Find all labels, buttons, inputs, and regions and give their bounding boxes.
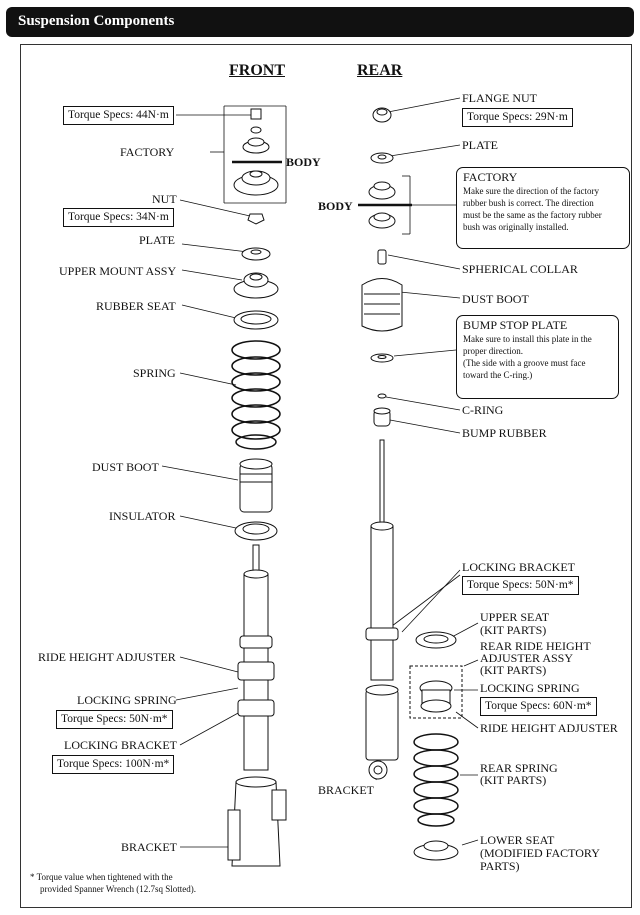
rear-lower-seat-3: PARTS) [480, 859, 520, 873]
rear-body-label: BODY [318, 199, 353, 213]
rear-spherical-collar [377, 249, 387, 265]
rear-bump-text-4: toward the C-ring.) [463, 370, 533, 380]
rear-c-ring [377, 393, 387, 399]
rear-bump-rubber-label: BUMP RUBBER [462, 426, 547, 440]
rear-bracket-label: BRACKET [318, 783, 375, 797]
front-factory-mount [223, 105, 287, 204]
rear-locking-spring-label: LOCKING SPRING [480, 681, 580, 695]
front-body-label: BODY [286, 155, 321, 169]
rear-dust-boot-label: DUST BOOT [462, 292, 529, 306]
front-locking-bracket-label: LOCKING BRACKET [64, 738, 177, 752]
rear-spring-1: REAR SPRING [480, 761, 558, 775]
front-factory-label: FACTORY [120, 145, 175, 159]
front-torque-lb: Torque Specs: 100N·m* [52, 755, 175, 774]
rear-bump-title: BUMP STOP PLATE [463, 318, 568, 332]
rear-torque-ls: Torque Specs: 60N·m* [480, 697, 597, 716]
rear-lower-seat [413, 840, 459, 861]
front-nut-label: NUT [152, 192, 177, 206]
leader-lines [161, 97, 479, 848]
rear-factory-bush [358, 175, 412, 235]
rear-lower-seat-2: (MODIFIED FACTORY [480, 846, 600, 860]
front-torque-nut: Torque Specs: 34N·m [63, 208, 174, 227]
page-title: Suspension Components [18, 13, 175, 29]
rear-torque-fn: Torque Specs: 29N·m [462, 108, 573, 127]
front-plate-label: PLATE [139, 233, 175, 247]
rear-factory-text-3: must be the same as the factory rubber [463, 210, 602, 220]
front-locking-spring-label: LOCKING SPRING [77, 693, 177, 707]
rear-upper-seat-1: UPPER SEAT [480, 610, 550, 624]
front-spring [231, 340, 281, 450]
rear-shock [365, 439, 399, 681]
rear-upper-seat-2: (KIT PARTS) [480, 623, 547, 637]
rear-rrha-2: ADJUSTER ASSY [480, 651, 574, 665]
front-spring-label: SPRING [133, 366, 176, 380]
rear-locking-bracket-label: LOCKING BRACKET [462, 560, 575, 574]
rear-ride-height-label: RIDE HEIGHT ADJUSTER [480, 721, 618, 735]
title-bar: Suspension Components [6, 7, 634, 37]
rear-spring [413, 733, 459, 827]
front-upper-mount [233, 272, 279, 299]
front-torque-ls: Torque Specs: 50N·m* [56, 710, 173, 729]
footnote-line-2: provided Spanner Wrench (12.7sq Slotted)… [40, 884, 196, 894]
rear-c-ring-label: C-RING [462, 403, 504, 417]
rear-ride-height-adjuster-assy [409, 665, 463, 719]
front-upper-mount-label: UPPER MOUNT ASSY [59, 264, 177, 278]
rear-factory-text-4: bush was originally installed. [463, 222, 569, 232]
rear-bump-stop-note: BUMP STOP PLATE Make sure to install thi… [456, 315, 619, 399]
diagram-frame [20, 44, 632, 908]
rear-dust-boot [361, 278, 403, 332]
rear-rrha-3: (KIT PARTS) [480, 663, 547, 677]
rear-factory-text-1: Make sure the direction of the factory [463, 186, 599, 196]
rear-torque-lb: Torque Specs: 50N·m* [462, 576, 579, 595]
rear-spherical-collar-label: SPHERICAL COLLAR [462, 262, 578, 276]
rear-flange-nut [372, 107, 392, 123]
front-ride-height-label: RIDE HEIGHT ADJUSTER [38, 650, 176, 664]
front-rubber-seat-label: RUBBER SEAT [96, 299, 176, 313]
front-torque-top: Torque Specs: 44N·m [63, 106, 174, 125]
rear-factory-text-2: rubber bush is correct. The direction [463, 198, 594, 208]
rear-factory-title: FACTORY [463, 170, 518, 184]
front-dust-boot-label: DUST BOOT [92, 460, 159, 474]
footnote-line-1: * Torque value when tightened with the [30, 872, 173, 882]
rear-lower-seat-1: LOWER SEAT [480, 833, 555, 847]
rear-spring-2: (KIT PARTS) [480, 773, 547, 787]
rear-bump-text-2: proper direction. [463, 346, 523, 356]
rear-flange-nut-label: FLANGE NUT [462, 91, 537, 105]
front-insulator-label: INSULATOR [109, 509, 176, 523]
rear-factory-note: FACTORY Make sure the direction of the f… [456, 167, 630, 249]
rear-heading: REAR [357, 62, 403, 79]
front-bracket [227, 776, 287, 867]
rear-bump-rubber [373, 407, 391, 427]
rear-plate-label: PLATE [462, 138, 498, 152]
front-dust-boot [239, 458, 273, 513]
front-nut [247, 213, 265, 225]
front-shock [237, 544, 275, 771]
front-bracket-label: BRACKET [121, 840, 178, 854]
rear-bump-text-3: (The side with a groove must face [463, 358, 586, 368]
rear-rrha-1: REAR RIDE HEIGHT [480, 639, 591, 653]
rear-bump-text-1: Make sure to install this plate in the [463, 334, 592, 344]
front-heading: FRONT [229, 62, 285, 79]
rear-bracket [365, 684, 399, 780]
